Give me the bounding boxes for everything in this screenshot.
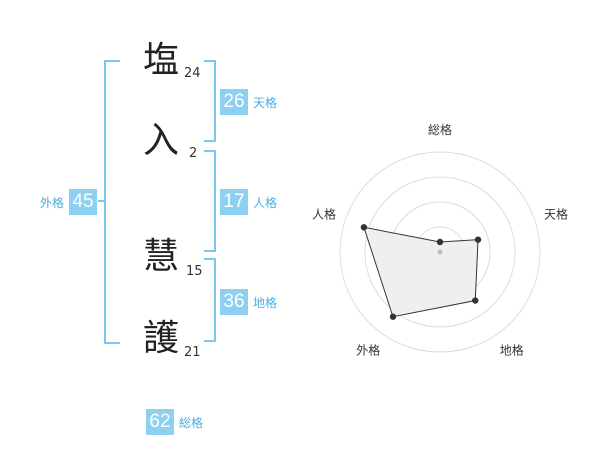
name-char-2: 入 <box>142 120 179 161</box>
soukaku-label: 総格 <box>179 415 204 430</box>
chikaku-badge: 36 地格 <box>220 289 277 315</box>
soukaku-value: 62 <box>146 409 174 435</box>
gaikaku-bracket <box>104 60 120 344</box>
gaikaku-bracket-tick <box>98 200 104 202</box>
radar-point-3 <box>472 297 479 304</box>
radar-axis-label-1: 総格 <box>428 122 452 137</box>
radar-center <box>437 249 443 255</box>
chikaku-bracket <box>204 258 216 342</box>
radar-axis-label-4: 外格 <box>356 343 380 358</box>
stroke-count-4: 21 <box>184 345 201 360</box>
chikaku-label: 地格 <box>253 295 278 310</box>
jinkaku-label: 人格 <box>253 195 278 210</box>
radar-point-2 <box>474 236 482 243</box>
chikaku-value: 36 <box>220 289 248 315</box>
gaikaku-value: 45 <box>69 189 98 215</box>
radar-axis-label-2: 天格 <box>544 206 568 221</box>
radar-axis-label-5: 人格 <box>312 206 336 221</box>
tenkaku-badge: 26 天格 <box>220 89 277 115</box>
tenkaku-bracket <box>204 60 216 142</box>
name-char-1: 塩 <box>142 40 179 81</box>
jinkaku-badge: 17 人格 <box>220 189 277 215</box>
stroke-count-3: 15 <box>186 264 203 279</box>
soukaku-badge: 62 総格 <box>146 409 203 435</box>
radar-point-1 <box>436 238 444 246</box>
radar-point-4 <box>389 313 397 320</box>
jinkaku-value: 17 <box>220 189 248 215</box>
tenkaku-label: 天格 <box>253 95 278 110</box>
radar-ring-4 <box>339 151 541 353</box>
tenkaku-value: 26 <box>220 89 248 115</box>
stroke-count-2: 2 <box>189 146 198 161</box>
radar-area <box>363 226 479 318</box>
radar-ring-3 <box>364 176 516 328</box>
radar-point-5 <box>360 224 368 231</box>
stroke-count-1: 24 <box>184 66 201 81</box>
radar-axis-label-3: 地格 <box>500 343 524 358</box>
name-char-4: 護 <box>142 318 179 359</box>
jinkaku-bracket <box>204 150 216 252</box>
gaikaku-label: 外格 <box>40 195 65 210</box>
gaikaku-badge: 外格 45 <box>40 189 98 215</box>
name-char-3: 慧 <box>142 236 179 277</box>
